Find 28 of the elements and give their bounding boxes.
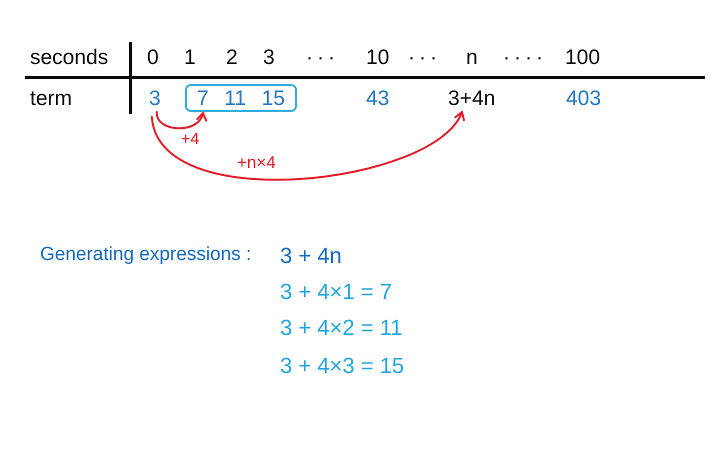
general-term: 3+4n [448, 88, 496, 109]
row-label: seconds [30, 47, 108, 68]
expression: 3 + 4×3 = 15 [280, 355, 404, 377]
curved-arrow [150, 111, 463, 181]
seconds-value: 3 [263, 47, 275, 68]
term-value: 11 [224, 88, 246, 108]
seconds-value: n [466, 47, 478, 68]
ellipsis: ··· [306, 47, 339, 68]
highlight-box [185, 84, 297, 112]
ellipsis: ···· [503, 47, 547, 68]
expression: 3 + 4×2 = 11 [280, 317, 403, 339]
edge-label: +n×4 [236, 154, 277, 171]
expression: 3 + 4n [280, 245, 342, 267]
term-value: 43 [366, 88, 390, 109]
seconds-value: 1 [184, 47, 196, 68]
ellipsis: ··· [408, 47, 441, 68]
seconds-value: 100 [565, 47, 600, 68]
term-value: 15 [262, 88, 285, 108]
expression: 3 + 4×1 = 7 [280, 281, 392, 303]
term-value: 7 [197, 88, 209, 108]
row-label: term [30, 88, 72, 109]
term-value: 403 [566, 88, 602, 109]
heading: Generating expressions : [40, 245, 252, 264]
term-value: 3 [149, 88, 161, 109]
seconds-value: 10 [366, 47, 390, 68]
curved-arrow [156, 111, 206, 130]
seconds-value: 0 [147, 47, 159, 68]
seconds-value: 2 [226, 47, 238, 68]
